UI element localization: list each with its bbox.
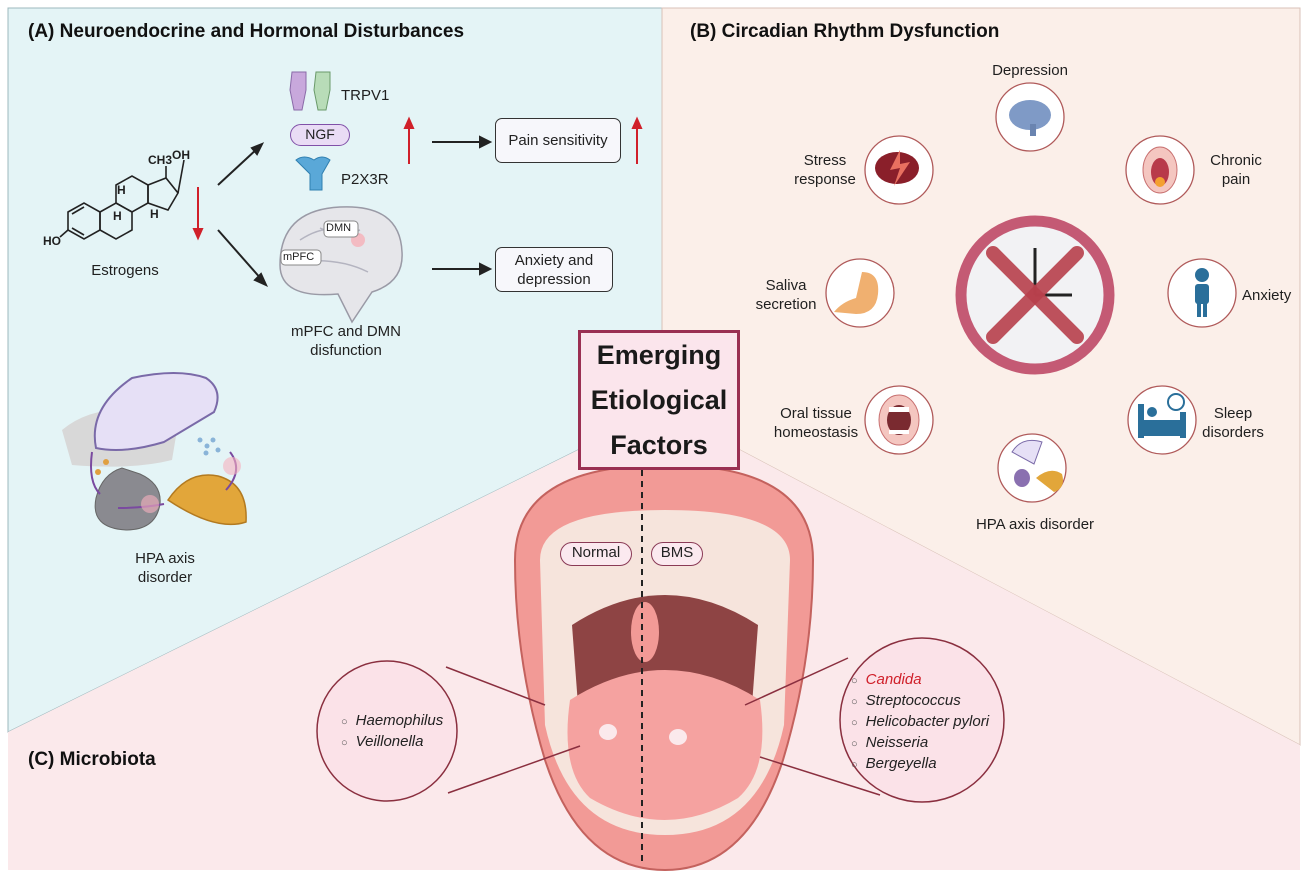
microbe-item: ○Veillonella bbox=[341, 733, 424, 750]
panel-b-title: (B) Circadian Rhythm Dysfunction bbox=[690, 21, 1000, 42]
red-arrows bbox=[192, 116, 643, 241]
depression-label: Depression bbox=[992, 62, 1068, 79]
chronic-pain-label: Chronic pain bbox=[1210, 152, 1262, 188]
microbe-name: Streptococcus bbox=[865, 692, 961, 709]
dmn-brain-label: DMN bbox=[326, 222, 352, 234]
oh-top-label: OH bbox=[172, 148, 190, 162]
microbe-name: Helicobacter pylori bbox=[865, 713, 990, 730]
disrupted-clock-icon bbox=[955, 215, 1115, 375]
ngf-label: NGF bbox=[290, 124, 350, 146]
normal-tag: Normal bbox=[560, 542, 632, 566]
mpfc-brain-label: mPFC bbox=[283, 251, 315, 263]
normal-microbiota-list: ○Haemophilus ○Veillonella bbox=[341, 711, 443, 753]
anxiety-depression-box: Anxiety and depression bbox=[495, 247, 613, 292]
central-title-line-1: Emerging bbox=[596, 339, 722, 370]
estrogens-label: Estrogens bbox=[91, 262, 159, 279]
hpa-axis-illustration bbox=[62, 372, 247, 531]
central-title-line-3: Factors bbox=[610, 429, 708, 460]
bms-microbiota-circle bbox=[839, 637, 1005, 803]
methyl-label: CH3 bbox=[148, 153, 173, 167]
mpfc-dmn-label: mPFC and DMN disfunction bbox=[290, 323, 402, 359]
sleep-bed-icon bbox=[1138, 393, 1186, 438]
trpv1-label: TRPV1 bbox=[341, 87, 390, 104]
ho-label: HO bbox=[43, 234, 61, 248]
panel-a-title: (A) Neuroendocrine and Hormonal Disturba… bbox=[28, 21, 465, 42]
trpv1-channel-icon bbox=[289, 71, 331, 111]
pain-sensitivity-box: Pain sensitivity bbox=[495, 118, 621, 163]
microbe-item: ○Haemophilus bbox=[341, 712, 444, 729]
microbe-item: ○Candida bbox=[851, 671, 922, 688]
central-title-line-2: Etiological bbox=[590, 384, 728, 415]
hpa-axis-label: HPA axis disorder bbox=[135, 550, 195, 586]
open-mouth-icon bbox=[878, 394, 920, 446]
p2x3r-label: P2X3R bbox=[341, 171, 389, 188]
mouth-pain-icon bbox=[1142, 146, 1178, 194]
normal-microbiota-circle bbox=[316, 660, 458, 802]
microbiota-connector-lines bbox=[445, 657, 881, 796]
microbe-name: Candida bbox=[865, 671, 922, 688]
h-label-1: H bbox=[117, 183, 126, 197]
oral-tissue-label: Oral tissue homeostasis bbox=[773, 405, 859, 441]
microbe-item: ○Bergeyella bbox=[851, 755, 937, 772]
microbe-item: ○Helicobacter pylori bbox=[851, 713, 990, 730]
h-label-2: H bbox=[113, 209, 122, 223]
brain-icon bbox=[1009, 100, 1051, 136]
bms-tag: BMS bbox=[651, 542, 703, 566]
salivary-gland-icon bbox=[834, 272, 879, 314]
microbe-name: Bergeyella bbox=[865, 755, 937, 772]
stressed-brain-icon bbox=[875, 150, 919, 186]
panel-c-title: (C) Microbiota bbox=[28, 749, 156, 770]
saliva-secretion-label: Saliva secretion bbox=[755, 277, 817, 313]
hpa-axis-disorder-label: HPA axis disorder bbox=[975, 516, 1095, 533]
anxious-person-icon bbox=[1195, 268, 1209, 317]
bms-microbiota-list: ○Candida ○Streptococcus ○Helicobacter py… bbox=[851, 670, 989, 775]
brain-sagittal-icon bbox=[279, 206, 403, 324]
anxiety-label: Anxiety bbox=[1242, 287, 1292, 304]
estrogen-arrows bbox=[217, 135, 493, 288]
central-title-box: Emerging Etiological Factors bbox=[578, 330, 740, 470]
sleep-disorders-label: Sleep disorders bbox=[1202, 405, 1264, 441]
stress-response-label: Stress response bbox=[794, 152, 856, 188]
microbe-name: Veillonella bbox=[355, 733, 424, 750]
h-label-3: H bbox=[150, 207, 159, 221]
p2x3r-receptor-icon bbox=[295, 156, 331, 191]
microbe-item: ○Streptococcus bbox=[851, 692, 961, 709]
estrogen-structure-icon bbox=[59, 159, 185, 240]
microbe-name: Haemophilus bbox=[355, 712, 444, 729]
hpa-axis-mini-icon bbox=[1011, 439, 1063, 492]
microbe-name: Neisseria bbox=[865, 734, 929, 751]
microbe-item: ○Neisseria bbox=[851, 734, 929, 751]
